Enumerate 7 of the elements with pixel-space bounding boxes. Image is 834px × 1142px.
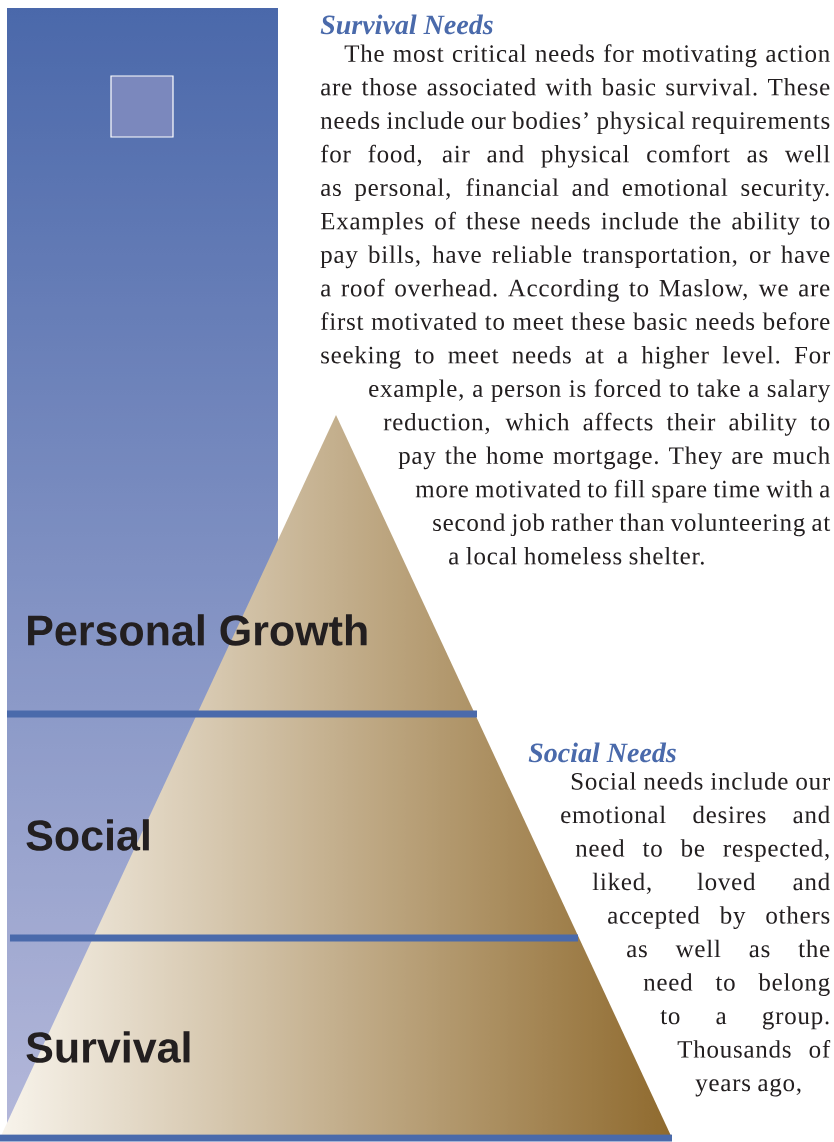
section-heading: Survival Needs [320, 14, 493, 35]
paragraph: Social needs include our emotional desires and need to be respected, liked, loved and accepted by others as well as the need to belong to a group. Thousands of years ago, [561, 772, 831, 1097]
level-label: Survival [26, 1031, 190, 1063]
section-heading: Social Needs [528, 742, 676, 763]
level-label: Social [26, 819, 149, 851]
level-label: Personal Growth [28, 614, 367, 646]
paragraph: The most critical needs for motivating action are those associated with basic survival. These needs include our bodies’ physical requirements for food, air and physical comfort as well as personal, financial and emotional security. Examples of these needs include the ability to pay bills, have reliable transportation, or have a roof overhead. According to Maslow, we are first motivated to meet these basic needs before seeking to meet needs at a higher level. For example, a person is forced to take a salary reduction, which affects their ability to pay the home mortgage. They are much more motivated to fill spare time with a second job rather than volunteering at a local homeless shelter. [320, 44, 831, 565]
